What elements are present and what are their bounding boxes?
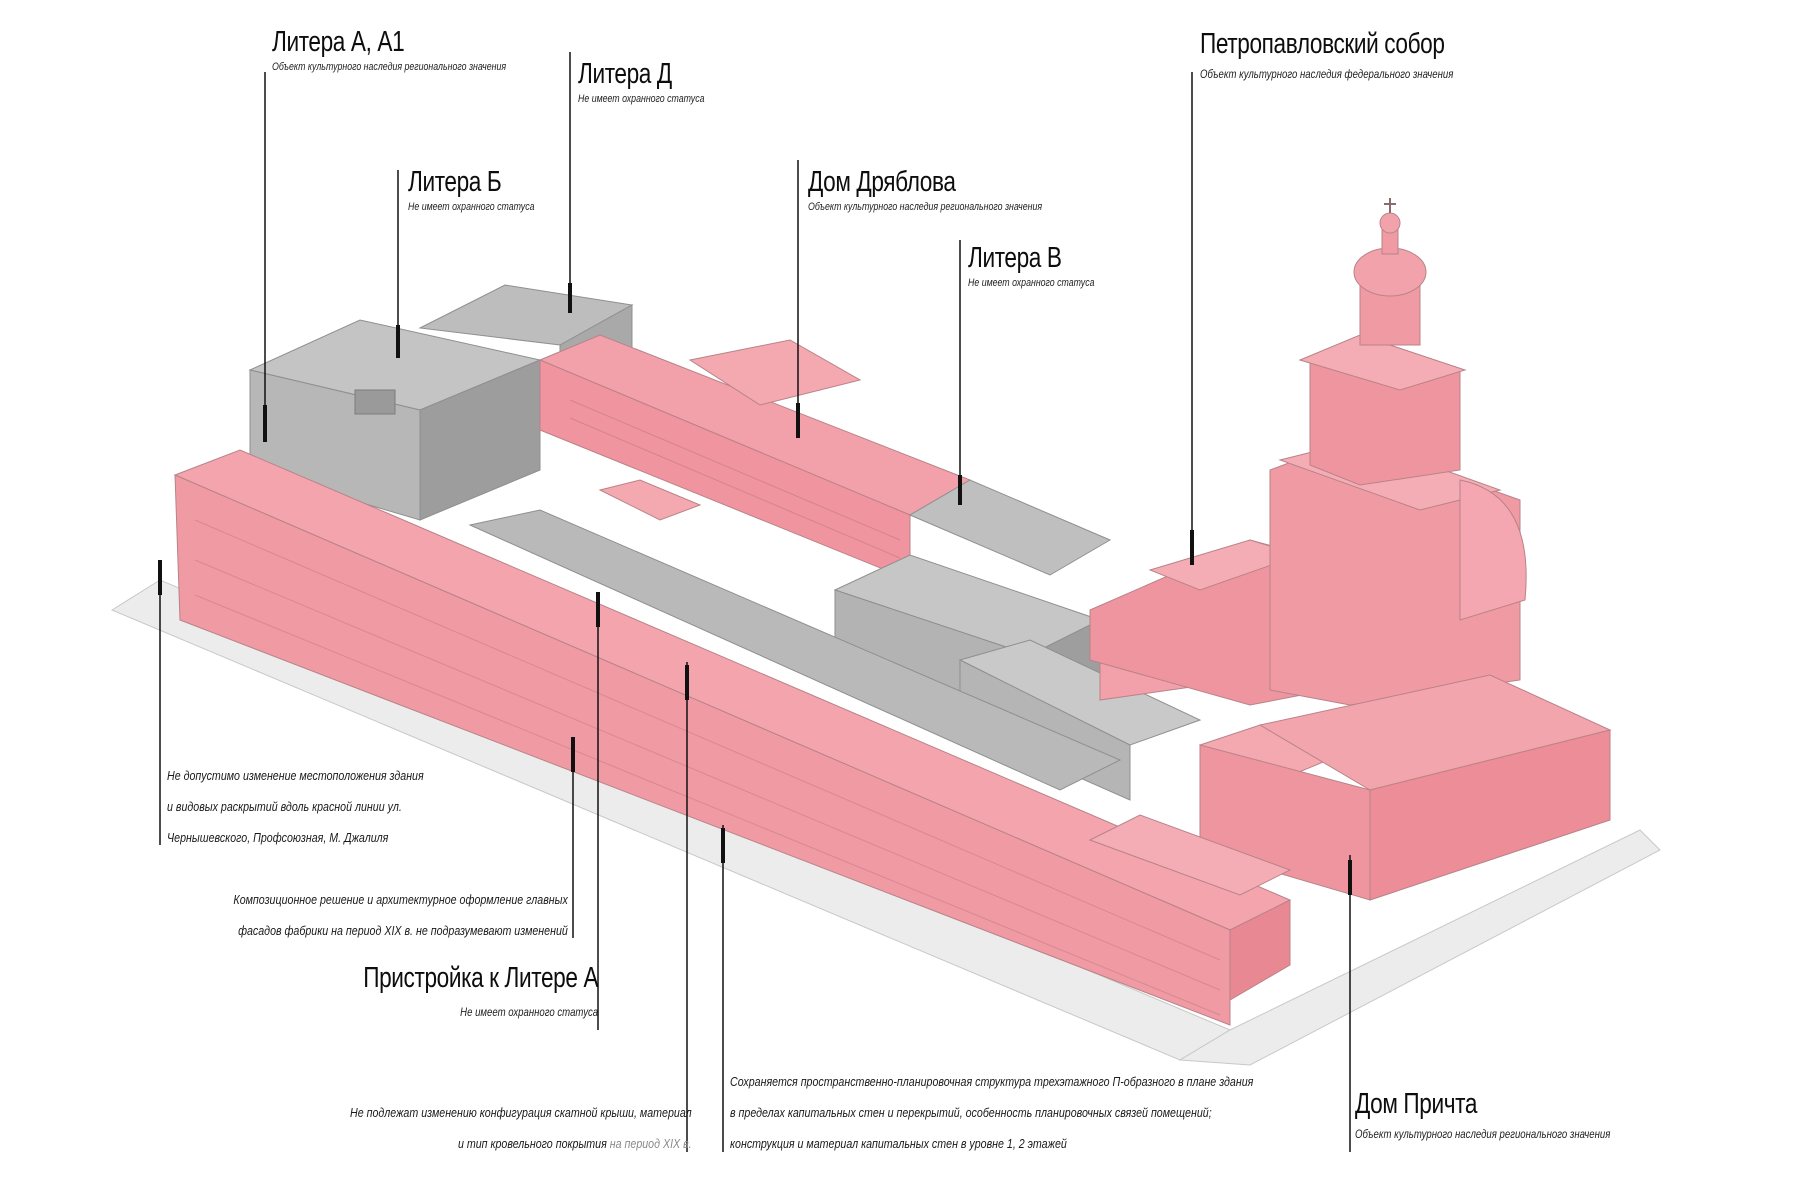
note-line: и тип кровельного покрытия на период XIX…	[350, 1128, 692, 1159]
building-dom-dryablova	[538, 334, 972, 581]
label-status: Не имеет охранного статуса	[968, 277, 1095, 289]
label-litera-v: Литера В Не имеет охранного статуса	[968, 242, 1126, 289]
note-red-line: Не допустимо изменение местоположения зд…	[167, 760, 424, 853]
label-pristroyka: Пристройка к Литере А Не имеет охранного…	[297, 962, 598, 1019]
note-text-grey: на период XIX в.	[607, 1136, 692, 1151]
label-title: Литера А, А1	[272, 26, 405, 58]
note-line: Не подлежат изменению конфигурация скатн…	[350, 1105, 692, 1120]
label-title: Литера Б	[408, 166, 502, 198]
note-line: Чернышевского, Профсоюзная, М. Джалиля	[167, 830, 389, 845]
label-status: Объект культурного наследия региональног…	[1355, 1127, 1611, 1141]
note-text: и тип кровельного покрытия	[458, 1136, 608, 1151]
label-title: Петропавловский собор	[1200, 28, 1445, 60]
note-line: Не допустимо изменение местоположения зд…	[167, 768, 424, 783]
courtyard-roof	[468, 479, 1122, 791]
note-line: конструкция и материал капитальных стен …	[730, 1136, 1067, 1151]
note-roof: Не подлежат изменению конфигурация скатн…	[350, 1097, 692, 1159]
note-facades: Композиционное решение и архитектурное о…	[234, 884, 568, 946]
label-litera-d: Литера Д Не имеет охранного статуса	[578, 58, 736, 105]
label-status: Не имеет охранного статуса	[408, 201, 535, 213]
label-title: Дом Дряблова	[808, 166, 956, 198]
note-line: фасадов фабрики на период XIX в. не подр…	[238, 923, 568, 938]
label-title: Литера В	[968, 242, 1062, 274]
label-status: Не имеет охранного статуса	[578, 93, 705, 105]
note-line: в пределах капитальных стен и перекрытий…	[730, 1105, 1212, 1120]
note-line: Композиционное решение и архитектурное о…	[233, 892, 568, 907]
label-title: Литера Д	[578, 58, 672, 90]
label-litera-b: Литера Б Не имеет охранного статуса	[408, 166, 566, 213]
label-dom-prichta: Дом Причта Объект культурного наследия р…	[1355, 1088, 1674, 1141]
note-line: Сохраняется пространственно-планировочна…	[730, 1074, 1254, 1089]
building-pristroyka	[1088, 814, 1292, 896]
leader-lines	[158, 52, 1352, 1152]
label-status: Не имеет охранного статуса	[460, 1005, 598, 1019]
building-petropavlovsky-sobor	[1089, 198, 1527, 706]
label-title: Дом Причта	[1355, 1088, 1478, 1120]
label-litera-a: Литера А, А1 Объект культурного наследия…	[272, 26, 565, 73]
note-line: и видовых раскрытий вдоль красной линии …	[167, 799, 402, 814]
label-dom-dryablova: Дом Дряблова Объект культурного наследия…	[808, 166, 1101, 213]
label-petropavlovsky: Петропавловский собор Объект культурного…	[1200, 28, 1517, 81]
label-status: Объект культурного наследия региональног…	[272, 61, 507, 73]
label-status: Объект культурного наследия федерального…	[1200, 67, 1454, 81]
note-structure: Сохраняется пространственно-планировочна…	[730, 1066, 1253, 1159]
building-litera-a	[173, 449, 1292, 1026]
label-title: Пристройка к Литере А	[363, 962, 598, 994]
label-status: Объект культурного наследия региональног…	[808, 201, 1043, 213]
